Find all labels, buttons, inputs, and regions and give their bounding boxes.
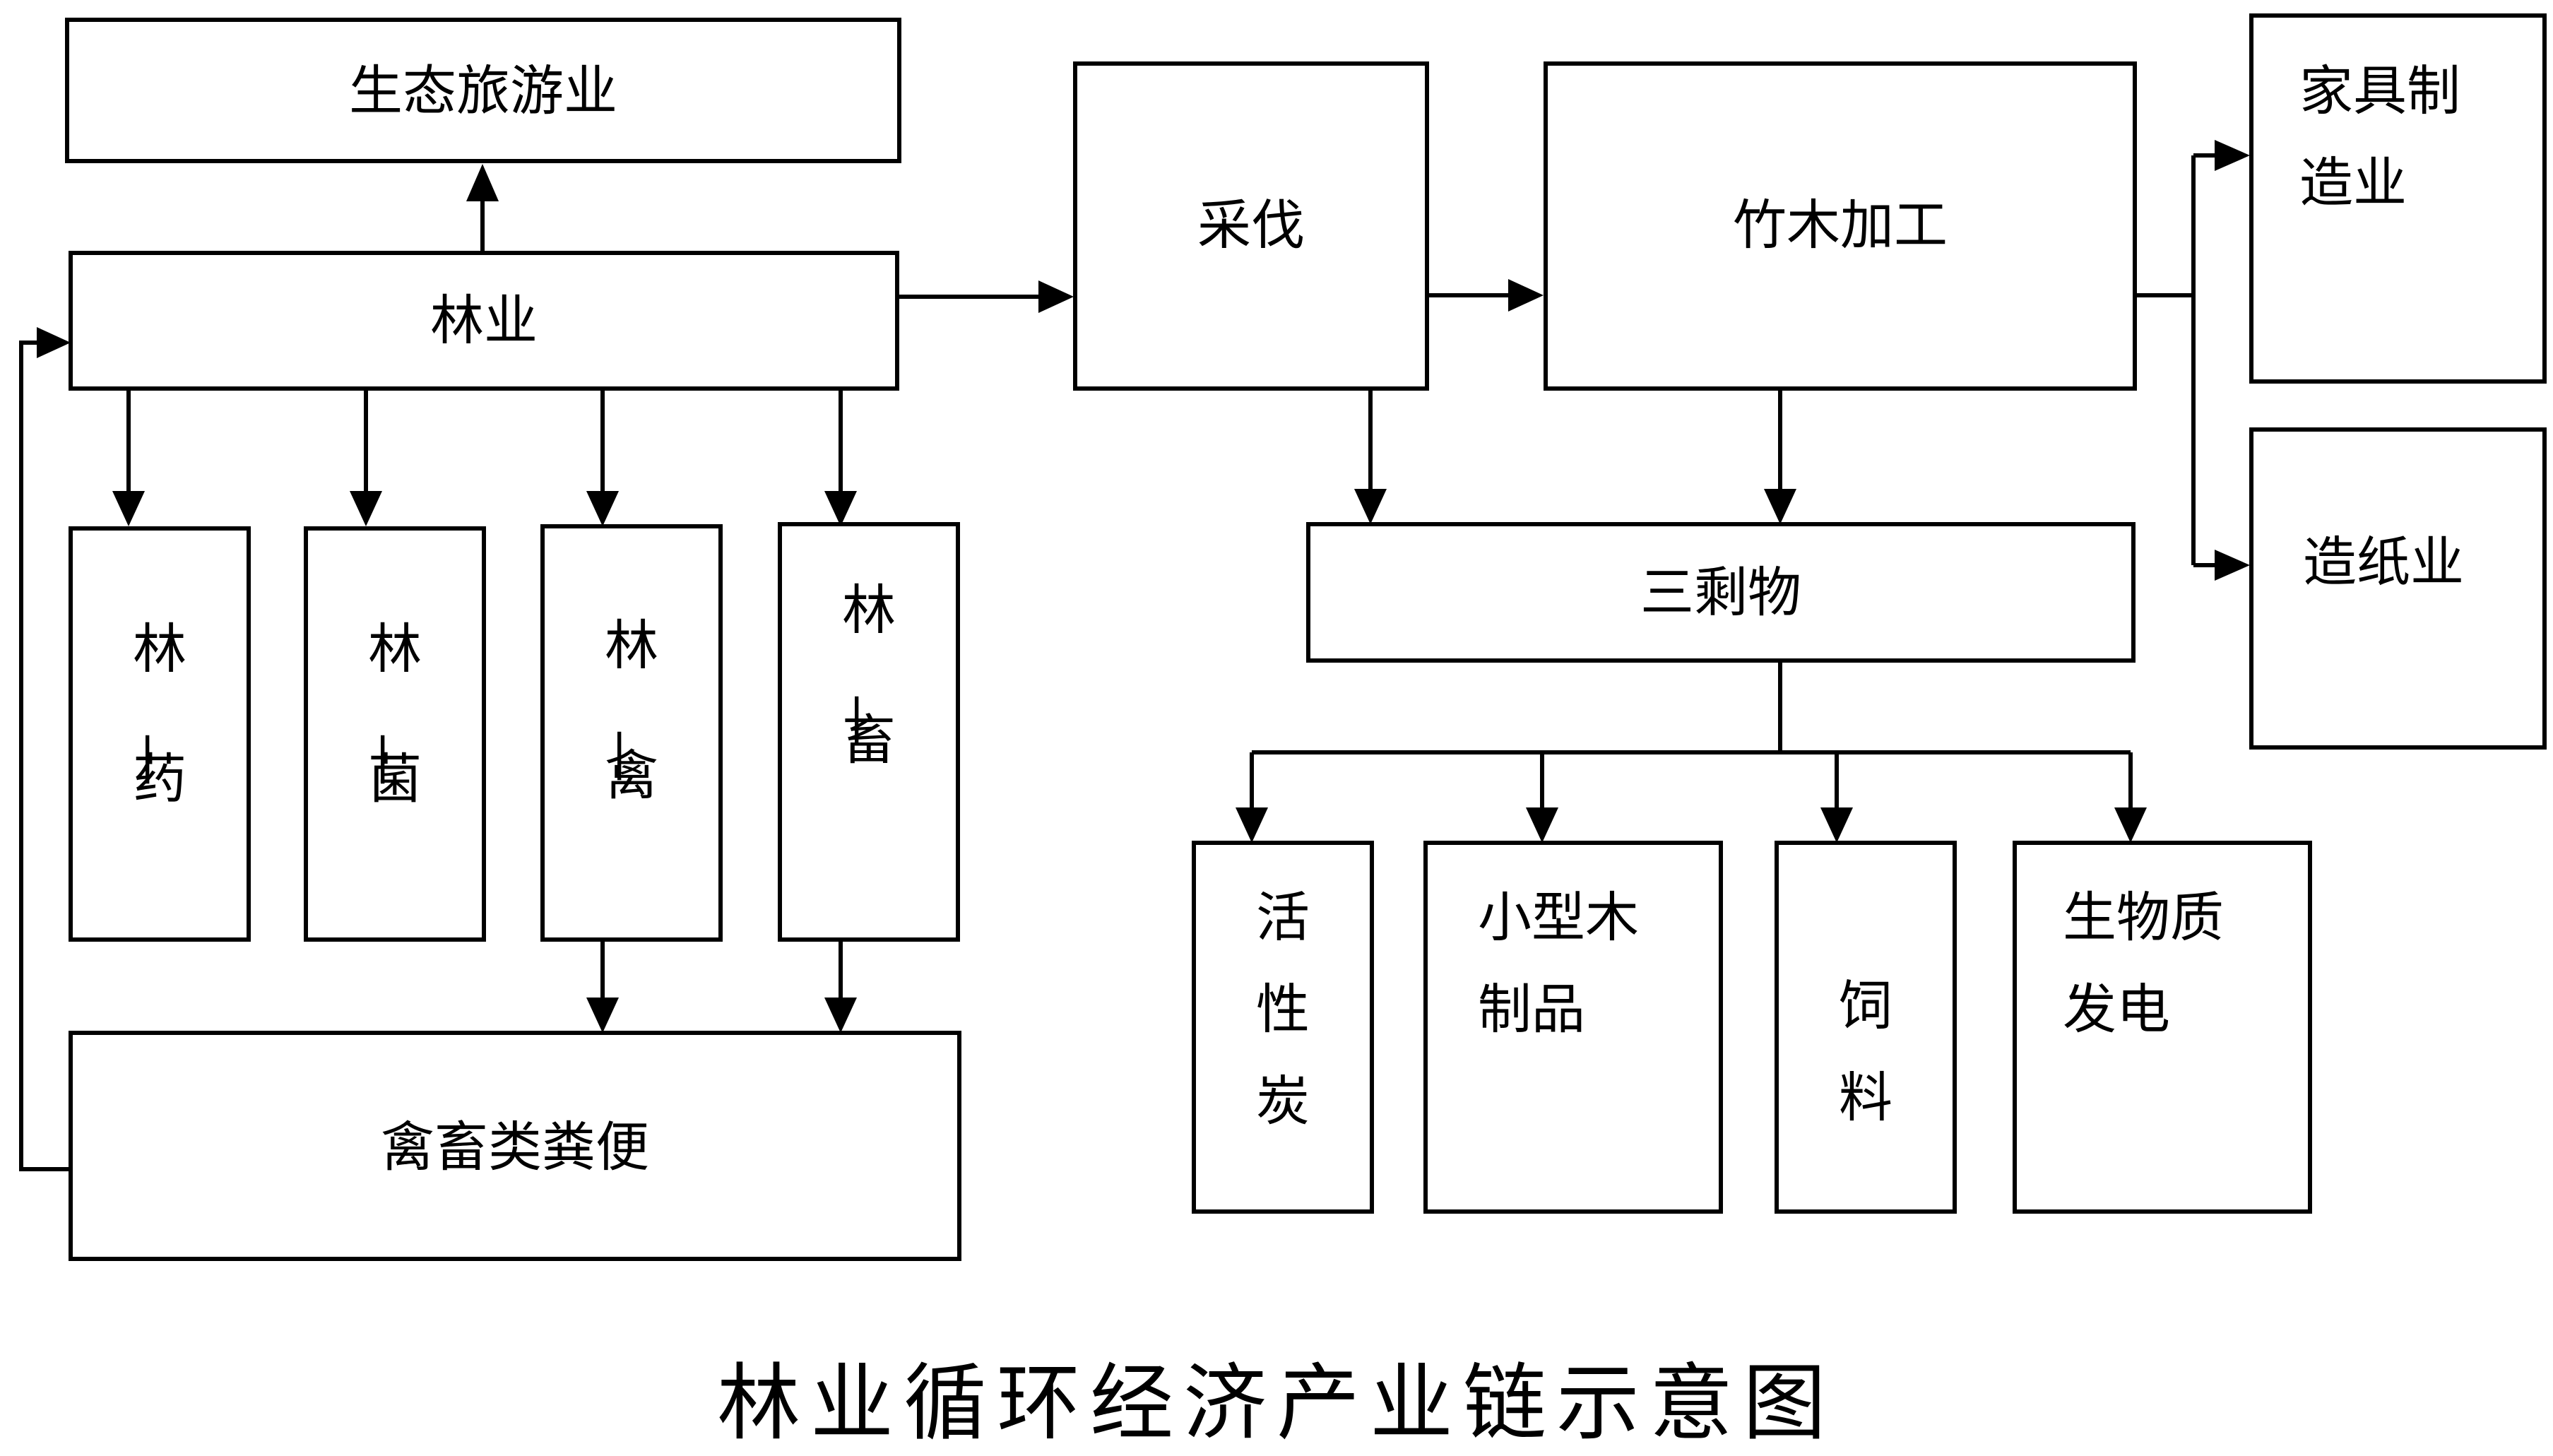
node-forest-poultry: 林—禽 — [540, 524, 723, 942]
arrowhead-down-residues-right — [1764, 489, 1796, 524]
node-label: 小型木制品 — [1478, 886, 1639, 1041]
arrowhead-right-processing — [1508, 279, 1544, 312]
node-small-wood-products: 小型木制品 — [1423, 841, 1723, 1214]
node-label: 林—禽 — [592, 614, 658, 807]
node-eco-tourism: 生态旅游业 — [65, 18, 901, 163]
node-label: 采伐 — [1197, 194, 1305, 256]
arrowhead-down-manure-left — [586, 998, 619, 1033]
node-furniture: 家具制造业 — [2249, 13, 2547, 384]
arrowhead-down-fungi — [350, 491, 382, 526]
arrowhead-down-manure-right — [824, 998, 857, 1033]
node-label: 饲料 — [1839, 974, 1892, 1129]
node-label: 竹木加工 — [1733, 194, 1948, 256]
node-forest-medicine: 林—药 — [69, 526, 251, 942]
node-label: 造纸业 — [2303, 531, 2464, 593]
arrowhead-down-carbon — [1236, 807, 1268, 843]
arrowhead-right-paper — [2215, 550, 2250, 581]
arrowhead-down-biomass — [2114, 807, 2147, 843]
arrowhead-up-tourism — [466, 164, 499, 201]
edge-manure-loop — [19, 341, 71, 1171]
arrowhead-right-logging — [1038, 280, 1074, 313]
node-label: 生物质发电 — [2063, 886, 2224, 1041]
arrowhead-right-furniture — [2215, 140, 2250, 171]
node-activated-carbon: 活性炭 — [1192, 841, 1374, 1214]
node-bamboo-processing: 竹木加工 — [1544, 61, 2137, 391]
node-label: 生态旅游业 — [349, 59, 617, 122]
node-papermaking: 造纸业 — [2249, 427, 2547, 750]
node-biomass-power: 生物质发电 — [2013, 841, 2312, 1214]
node-logging: 采伐 — [1073, 61, 1429, 391]
node-label: 林—畜 — [829, 579, 896, 771]
node-forest-livestock: 林—畜 — [778, 522, 960, 942]
node-label: 家具制造业 — [2299, 59, 2460, 214]
arrowhead-down-medicine — [112, 491, 145, 526]
node-three-residues: 三剩物 — [1306, 522, 2136, 663]
node-label: 活性炭 — [1256, 886, 1310, 1132]
node-label: 林—药 — [120, 617, 186, 810]
arrowheads — [37, 140, 2250, 1033]
node-label: 三剩物 — [1640, 561, 1801, 624]
arrowhead-right-loop — [37, 327, 71, 358]
arrowhead-down-residues-left — [1354, 489, 1387, 524]
node-manure: 禽畜类粪便 — [69, 1031, 961, 1261]
arrowhead-down-feed — [1820, 807, 1853, 843]
arrowhead-down-poultry — [586, 491, 619, 526]
node-label: 林—菌 — [355, 617, 422, 810]
node-feed: 饲料 — [1775, 841, 1957, 1214]
node-forestry: 林业 — [69, 251, 899, 391]
node-label: 林业 — [430, 289, 538, 352]
node-label: 禽畜类粪便 — [381, 1115, 649, 1178]
diagram-caption: 林业循环经济产业链示意图 — [716, 1354, 1836, 1452]
arrowhead-down-livestock — [824, 491, 857, 526]
node-forest-fungi: 林—菌 — [304, 526, 486, 942]
arrowhead-down-wood — [1526, 807, 1558, 843]
